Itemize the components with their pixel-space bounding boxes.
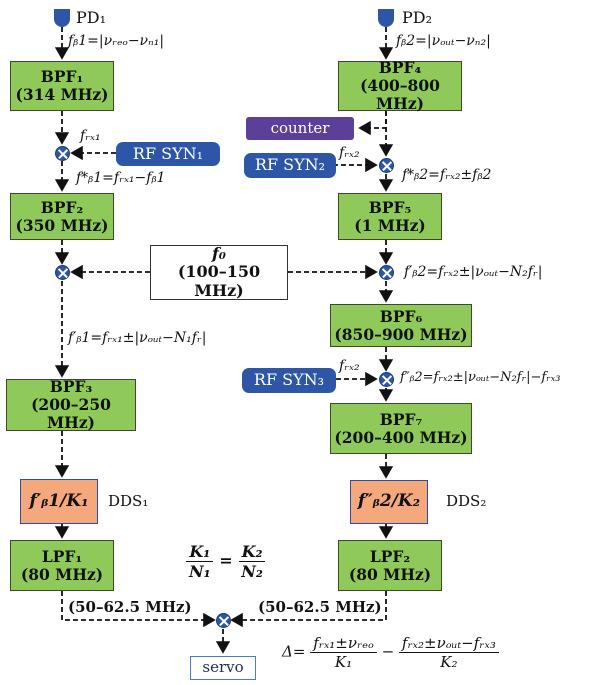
fb1-star-label: f*ᵦ1=fᵣₓ₁−fᵦ1 (76, 170, 166, 186)
f0-reference-block: f₀ (100–150 MHz) (150, 243, 288, 300)
term1-fraction: fᵣₓ₁±νᵣₑₒ K₁ (310, 634, 377, 671)
bpf6-band: (850–900 MHz) (334, 324, 468, 344)
lpf2-output-band: (50–62.5 MHz) (258, 598, 382, 616)
dds2-block: f″ᵦ2/K₂ (350, 480, 428, 524)
mixer-5-icon (379, 372, 394, 387)
delta-label: Δ= (282, 642, 306, 661)
dds1-block: f′ᵦ1/K₁ (20, 479, 98, 524)
rf-syn1-block: RF SYN₁ (116, 142, 220, 166)
k2-over-n2: K₂ N₂ (238, 542, 266, 581)
lpf1-name: LPF₁ (41, 546, 83, 566)
rf-syn3-block: RF SYN₃ (242, 368, 336, 393)
fb1-prime-label: f′ᵦ1=fᵣₓ₁±|νₒᵤₜ−N₁fᵣ| (68, 330, 207, 346)
mixer-2-icon (55, 265, 70, 280)
pd2-beat-label: fᵦ2=|νₒᵤₜ−νₙ₂| (396, 33, 491, 49)
pd1-label: PD₁ (76, 8, 107, 27)
pd2-label: PD₂ (402, 8, 433, 27)
lpf1-block: LPF₁ (80 MHz) (10, 540, 114, 591)
bpf1-name: BPF₁ (40, 67, 84, 87)
pd1-beat-label: fᵦ1=|νᵣₑₒ−νₙ₁| (68, 33, 165, 49)
frf1-label: fᵣₓ₁ (80, 128, 101, 144)
bpf5-name: BPF₅ (368, 197, 412, 217)
bpf6-block: BPF₆ (850–900 MHz) (330, 304, 472, 347)
term1-numerator: fᵣₓ₁±νᵣₑₒ (310, 634, 377, 653)
rf-syn2-block: RF SYN₂ (244, 153, 336, 178)
mixer-1-icon (55, 146, 70, 161)
mixer-4-icon (379, 265, 394, 280)
bpf3-block: BPF₃ (200–250 MHz) (6, 377, 136, 432)
bpf4-block: BPF₄ (400–800 MHz) (338, 58, 462, 113)
frf2-label: fᵣₓ₂ (339, 145, 360, 161)
bpf1-block: BPF₁ (314 MHz) (10, 61, 114, 111)
bpf7-block: BPF₇ (200–400 MHz) (330, 403, 472, 454)
bpf7-band: (200–400 MHz) (334, 427, 468, 447)
lpf2-name: LPF₂ (369, 546, 411, 566)
bpf5-band: (1 MHz) (354, 215, 426, 235)
error-formula: Δ= fᵣₓ₁±νᵣₑₒ K₁ − fᵣₓ₂±νₒᵤₜ−fᵣₓ₃ K₂ (282, 634, 499, 671)
lpf1-band: (80 MHz) (20, 564, 104, 584)
ratio-condition: K₁ N₁ = K₂ N₂ (186, 542, 266, 581)
frf2-label-b: fᵣₓ₂ (339, 358, 360, 374)
bpf7-name: BPF₇ (379, 409, 423, 429)
f0-name: f₀ (212, 243, 226, 263)
bpf5-block: BPF₅ (1 MHz) (338, 193, 442, 240)
bpf2-band: (350 MHz) (15, 215, 109, 235)
bpf6-name: BPF₆ (379, 306, 423, 326)
fb2-double-prime-label: f″ᵦ2=fᵣₓ₂±|νₒᵤₜ−N₂fᵣ|−fᵣₓ₃ (400, 370, 561, 385)
photodetector-1-icon (54, 9, 70, 27)
bpf2-block: BPF₂ (350 MHz) (10, 193, 114, 240)
bpf4-band: (400–800 MHz) (360, 76, 440, 113)
n2-label: N₂ (241, 562, 263, 581)
bpf2-name: BPF₂ (40, 197, 84, 217)
k1-label: K₁ (186, 542, 214, 562)
n1-label: N₁ (189, 562, 211, 581)
fb2-star-label: f*ᵦ2=fᵣₓ₂±fᵦ2 (402, 167, 492, 183)
minus-sign: − (381, 642, 395, 661)
counter-block: counter (246, 117, 354, 140)
photodetector-2-icon (378, 9, 394, 27)
bpf3-band: (200–250 MHz) (31, 395, 111, 432)
bpf3-name: BPF₃ (49, 377, 93, 397)
mixer-3-icon (379, 158, 394, 173)
lpf2-block: LPF₂ (80 MHz) (338, 540, 442, 591)
dds1-label: DDS₁ (108, 492, 149, 510)
lpf1-output-band: (50–62.5 MHz) (68, 598, 192, 616)
k1-over-n1: K₁ N₁ (186, 542, 214, 581)
bpf1-band: (314 MHz) (15, 85, 109, 104)
bpf4-name: BPF₄ (378, 58, 422, 78)
term1-denominator: K₁ (334, 653, 353, 671)
term2-fraction: fᵣₓ₂±νₒᵤₜ−fᵣₓ₃ K₂ (398, 634, 499, 671)
dds2-label: DDS₂ (446, 492, 487, 510)
f0-band: (100–150 MHz) (177, 262, 261, 300)
servo-block: servo (190, 656, 256, 680)
lpf2-band: (80 MHz) (348, 564, 432, 584)
k2-label: K₂ (238, 542, 266, 562)
fb2-prime-label: f′ᵦ2=fᵣₓ₂±|νₒᵤₜ−N₂fᵣ| (404, 264, 543, 280)
term2-denominator: K₂ (440, 653, 458, 671)
mixer-6-icon (216, 613, 231, 628)
term2-numerator: fᵣₓ₂±νₒᵤₜ−fᵣₓ₃ (398, 634, 499, 653)
equals-sign: = (219, 551, 233, 570)
